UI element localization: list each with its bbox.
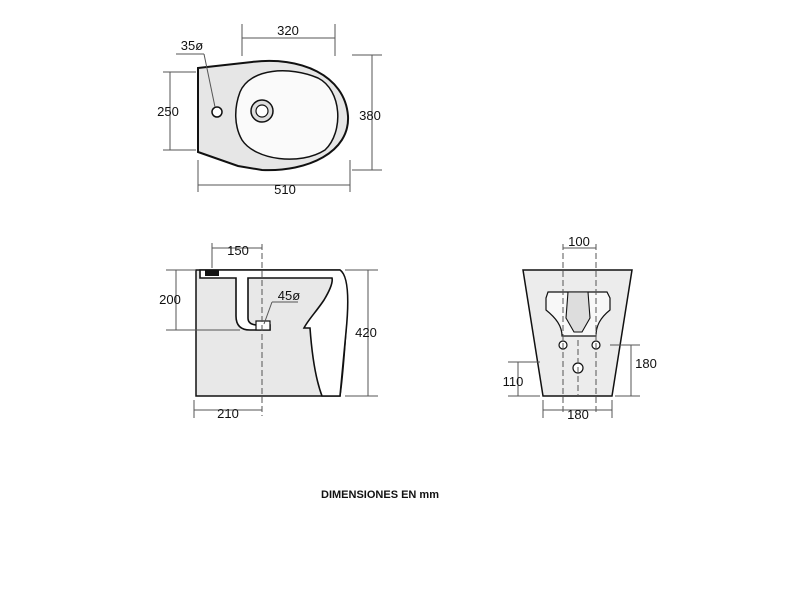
side-view-tap — [205, 270, 219, 276]
side-view-drain — [255, 320, 271, 331]
dim-right-label: 180 — [635, 356, 657, 371]
dim-depth-label: 250 — [157, 104, 179, 119]
dim-left-label: 110 — [503, 374, 524, 389]
dim-height-label: 420 — [355, 325, 377, 340]
rear-view-bracket — [565, 291, 591, 333]
dim-drain-label: 45ø — [278, 288, 300, 303]
dim-length-label: 510 — [274, 182, 296, 197]
dim-offset-top-label: 150 — [227, 243, 249, 258]
top-view: 320 35ø 250 380 510 — [157, 23, 382, 197]
tap-hole — [211, 106, 223, 118]
dim-offset-bottom-label: 210 — [217, 406, 239, 421]
leader-line — [263, 301, 273, 325]
side-view: 150 200 45ø 420 210 — [159, 243, 378, 421]
dim-hole-label: 35ø — [181, 38, 203, 53]
dim-bottom-label: 180 — [567, 407, 589, 422]
dim-height-label: 380 — [359, 108, 381, 123]
drawing-caption: DIMENSIONES EN mm — [321, 489, 439, 501]
dim-width-label: 320 — [277, 23, 299, 38]
drain-inner — [255, 104, 269, 118]
leader-line — [203, 53, 216, 108]
dim-top-label: 100 — [568, 234, 590, 249]
rear-view: 100 180 110 180 — [503, 234, 657, 422]
side-view-section — [199, 269, 349, 397]
top-view-bowl — [235, 70, 339, 160]
dim-rim-label: 200 — [159, 292, 181, 307]
